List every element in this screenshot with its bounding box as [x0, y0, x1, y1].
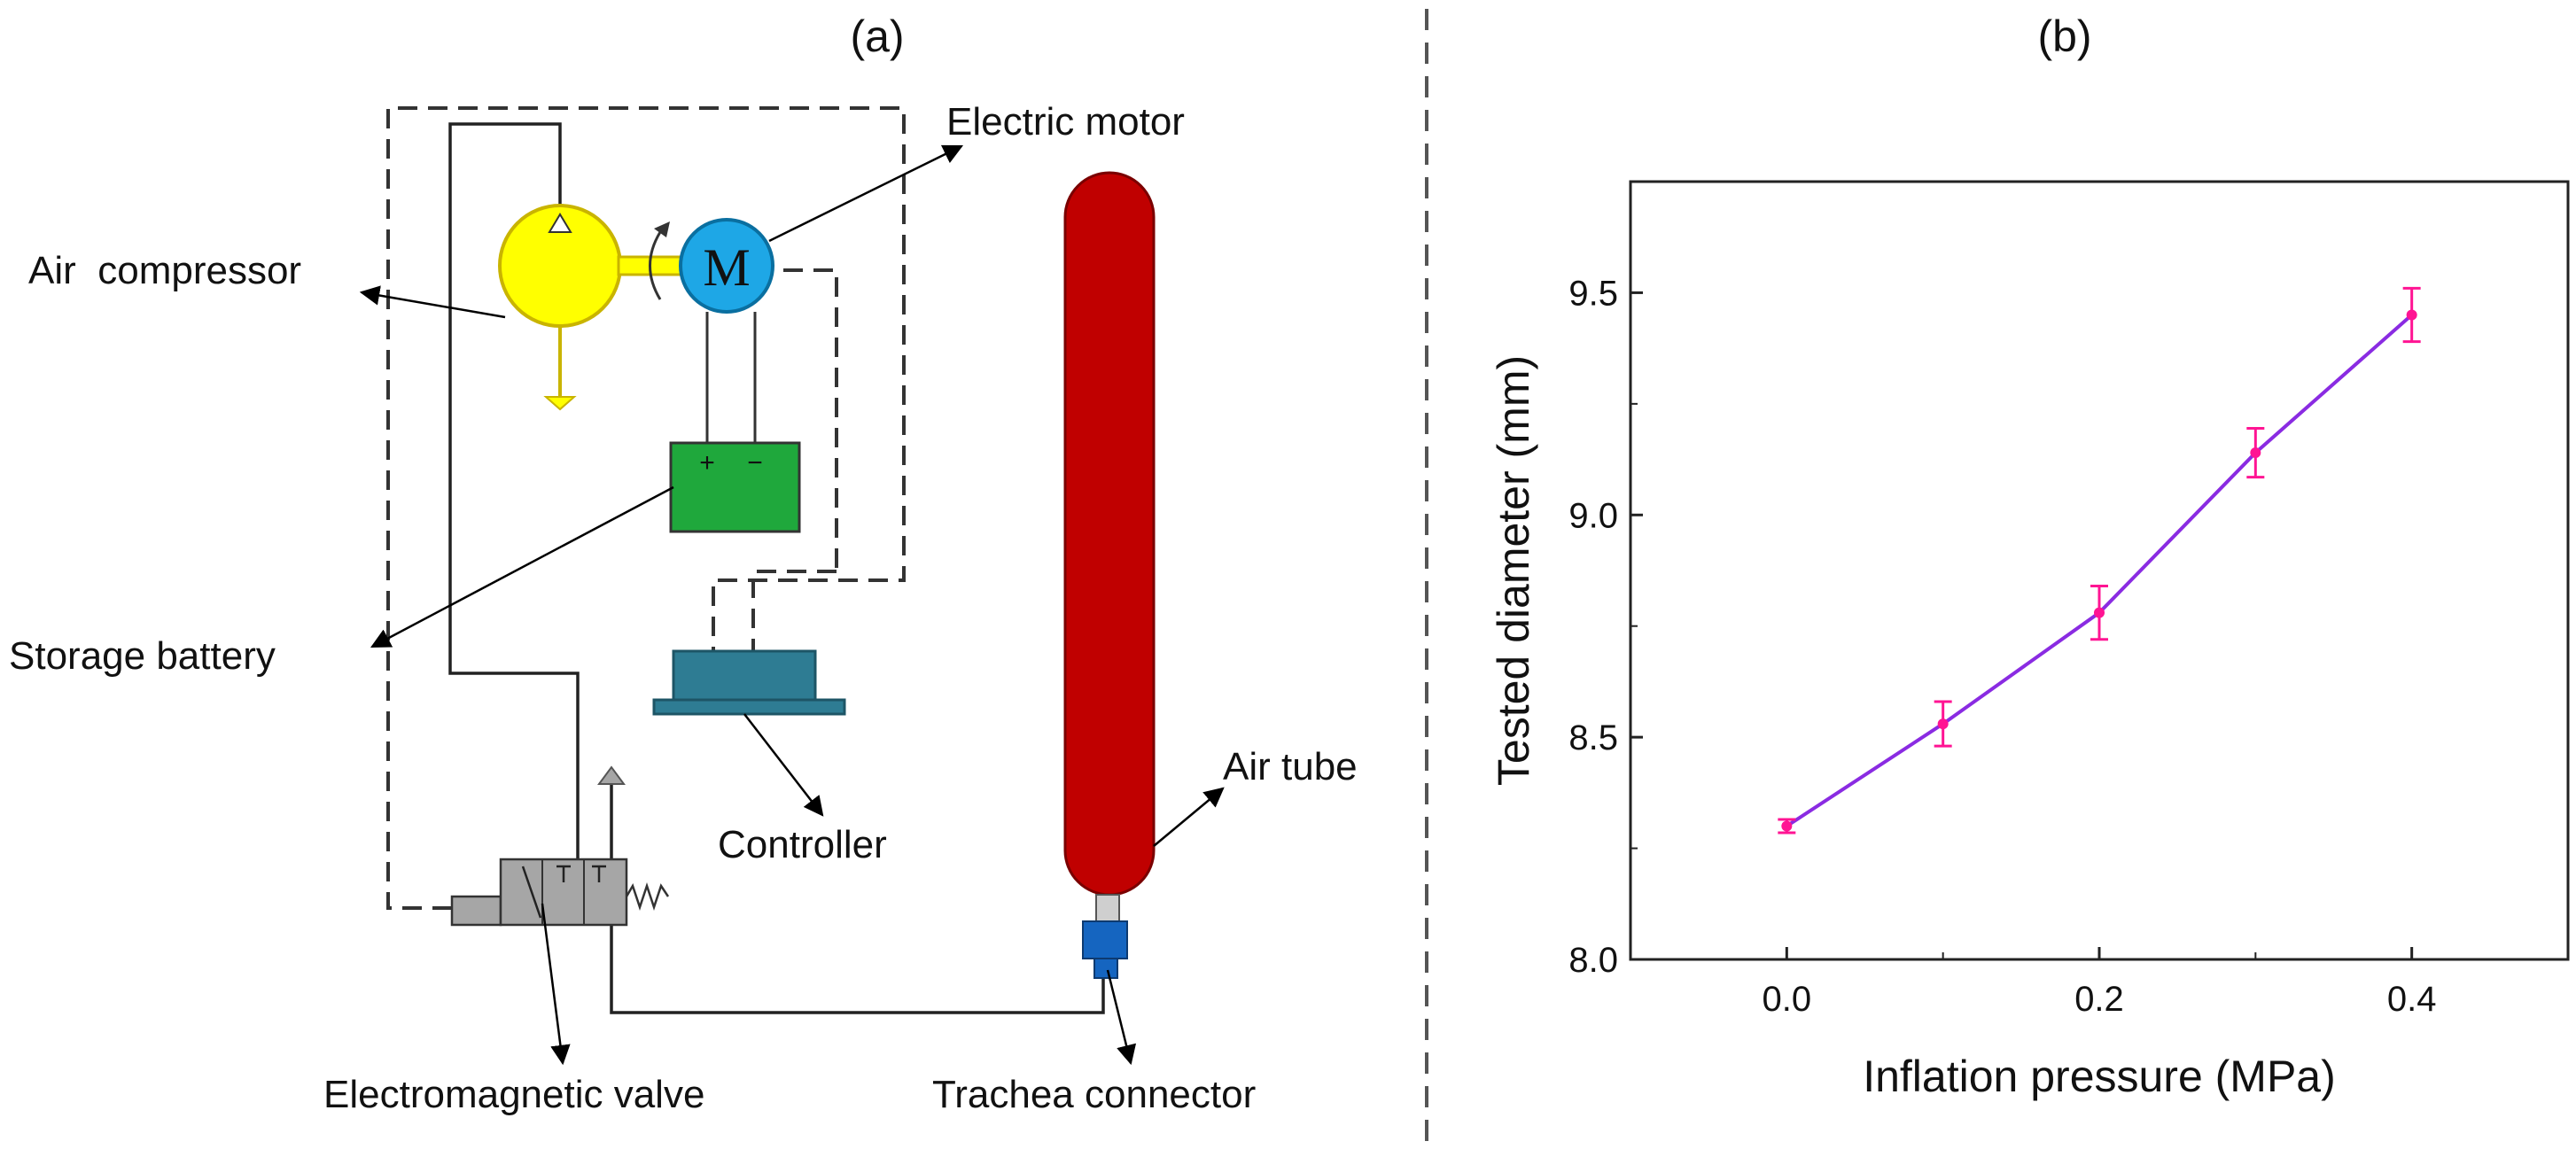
- series-line: [1786, 314, 2413, 828]
- x-tick-label: 0.4: [2387, 980, 2437, 1019]
- air-tube: [1063, 171, 1156, 922]
- ground-arrow-icon: [543, 396, 577, 411]
- leader-trachea-connector: [1106, 969, 1137, 1066]
- valve-spring-icon: [625, 882, 670, 911]
- label-trachea-connector: Trachea connector: [932, 1073, 1256, 1116]
- y-tick-label: 9.0: [1568, 496, 1618, 535]
- label-electromagnetic-valve: Electromagnetic valve: [323, 1073, 704, 1116]
- electric-motor: M: [649, 218, 774, 443]
- battery-minus-sign: −: [747, 448, 763, 477]
- x-tick-label: 0.2: [2074, 980, 2124, 1019]
- y-tick-label: 8.0: [1568, 941, 1618, 980]
- leader-controller: [743, 713, 824, 817]
- data-point: [2250, 447, 2261, 459]
- label-air-compressor: Air compressor: [28, 249, 301, 292]
- panel-a-label: (a): [850, 12, 904, 61]
- data-point: [2094, 607, 2105, 618]
- leader-air-tube: [1153, 787, 1225, 847]
- compressor-outlet-icon: [548, 213, 572, 233]
- data-point: [2406, 309, 2417, 321]
- leader-electric-motor: [768, 144, 964, 243]
- plot-frame: [1629, 180, 2570, 961]
- electromagnetic-valve: [450, 858, 670, 927]
- label-electric-motor: Electric motor: [946, 100, 1185, 144]
- y-tick-label: 9.5: [1568, 274, 1618, 313]
- controller: [652, 649, 846, 716]
- data-point: [1937, 718, 1949, 730]
- trachea-connector: [1082, 920, 1128, 979]
- panel-b-label: (b): [2037, 12, 2091, 61]
- motor-symbol: M: [703, 238, 750, 297]
- y-axis-label: Tested diameter (mm): [1489, 355, 1538, 786]
- control-signal-line: [386, 106, 906, 910]
- x-axis-label: Inflation pressure (MPa): [1863, 1052, 2336, 1101]
- air-line-compressor-valve: [448, 122, 580, 873]
- controller-signal-line: [751, 268, 838, 651]
- storage-battery: + −: [669, 441, 801, 533]
- leader-storage-battery: [370, 485, 674, 648]
- air-line-valve-connector: [610, 784, 1105, 1014]
- data-point: [1781, 820, 1793, 832]
- y-tick-label: 8.5: [1568, 718, 1618, 757]
- x-tick-label: 0.0: [1763, 980, 1812, 1019]
- rotation-arrow-icon: [654, 221, 670, 237]
- label-air-tube: Air tube: [1223, 745, 1358, 788]
- leader-electromagnetic-valve: [541, 903, 571, 1066]
- leader-air-compressor: [359, 285, 506, 319]
- label-controller: Controller: [718, 823, 887, 866]
- label-storage-battery: Storage battery: [9, 634, 276, 678]
- exhaust-arrow-icon: [597, 765, 626, 785]
- air-compressor: [498, 204, 684, 411]
- panel-a-schematic: (a) M + −: [9, 12, 1358, 1116]
- battery-plus-sign: +: [699, 448, 715, 477]
